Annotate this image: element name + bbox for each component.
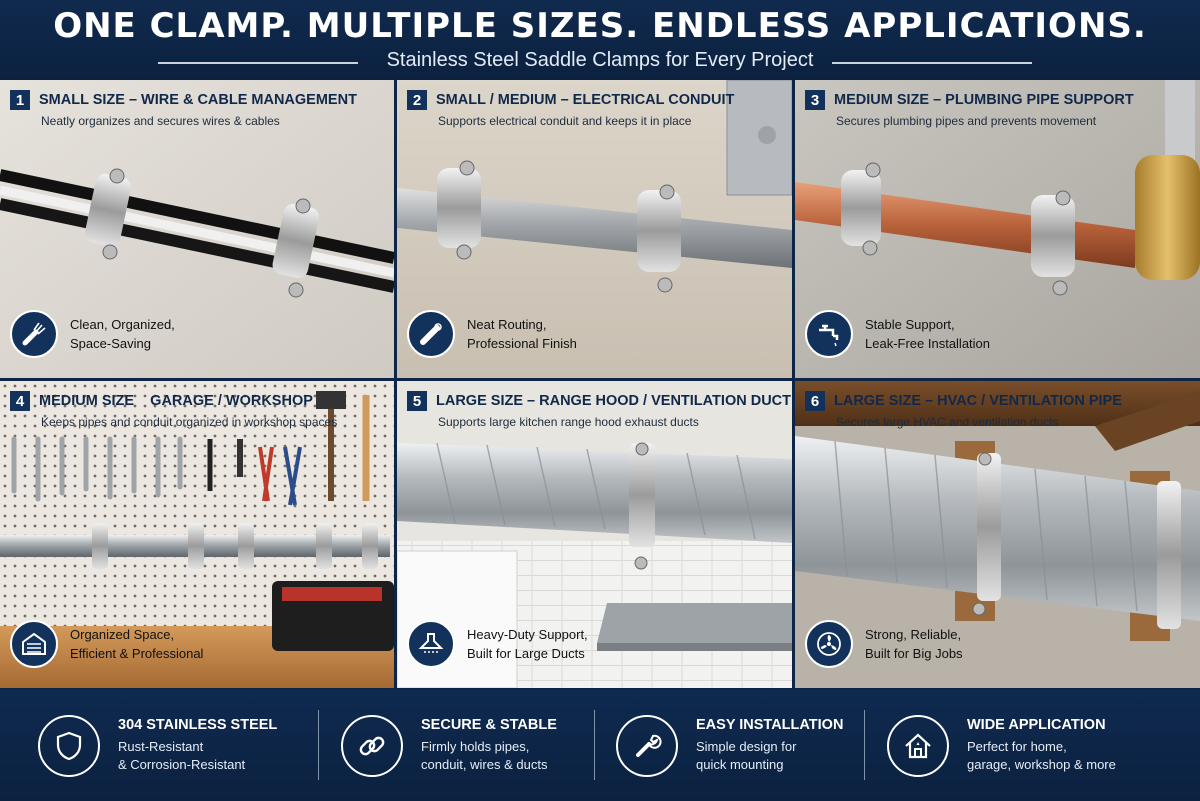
panel-description: Supports large kitchen range hood exhaus… xyxy=(438,415,699,429)
panel-benefit: Heavy-Duty Support, Built for Large Ducts xyxy=(407,620,588,668)
panel-title: LARGE SIZE – HVAC / VENTILATION PIPE xyxy=(834,393,1122,409)
divider xyxy=(594,710,595,780)
wrench-icon xyxy=(616,714,678,777)
panel-electrical-conduit: 2 SMALL / MEDIUM – ELECTRICAL CONDUIT Sup… xyxy=(397,80,792,378)
panel-title: SMALL SIZE – WIRE & CABLE MANAGEMENT xyxy=(39,92,357,108)
panel-benefit: Organized Space, Efficient & Professional xyxy=(10,620,203,668)
panel-range-hood: 5 LARGE SIZE – RANGE HOOD / VENTILATION D… xyxy=(397,381,792,688)
divider xyxy=(318,710,319,780)
feature-line1: Perfect for home, xyxy=(967,739,1067,754)
conduit-icon xyxy=(407,310,455,358)
subtitle-rule-left xyxy=(158,62,358,64)
panel-title: MEDIUM SIZE – PLUMBING PIPE SUPPORT xyxy=(834,92,1134,108)
feature-line2: quick mounting xyxy=(696,757,784,772)
shield-icon xyxy=(38,714,100,777)
benefit-line1: Heavy-Duty Support, xyxy=(467,627,588,642)
panel-wire-cable: 1 SMALL SIZE – WIRE & CABLE MANAGEMENT Ne… xyxy=(0,80,394,378)
feature-line1: Rust-Resistant xyxy=(118,739,204,754)
cable-icon xyxy=(10,310,58,358)
panel-description: Secures plumbing pipes and prevents move… xyxy=(836,114,1097,128)
panel-number: 2 xyxy=(407,90,427,110)
panel-plumbing-pipe: 3 MEDIUM SIZE – PLUMBING PIPE SUPPORT Sec… xyxy=(795,80,1200,378)
feature-title: SECURE & STABLE xyxy=(421,717,557,733)
benefit-line2: Efficient & Professional xyxy=(70,646,204,661)
feature-bar: 304 STAINLESS STEEL Rust-Resistant & Corro… xyxy=(0,690,1200,801)
hvac-scene xyxy=(795,381,1200,688)
page-title: ONE CLAMP. MULTIPLE SIZES. ENDLESS APPLI… xyxy=(53,6,1147,46)
panel-number: 1 xyxy=(10,90,30,110)
benefit-line1: Clean, Organized, xyxy=(70,317,175,332)
range-hood-icon xyxy=(407,620,455,668)
panel-number: 3 xyxy=(805,90,825,110)
benefit-line1: Organized Space, xyxy=(70,627,175,642)
panel-benefit: Clean, Organized, Space-Saving xyxy=(10,310,175,358)
header-banner: ONE CLAMP. MULTIPLE SIZES. ENDLESS APPLI… xyxy=(0,0,1200,80)
garage-icon xyxy=(10,620,58,668)
subtitle-rule-right xyxy=(832,62,1032,64)
faucet-icon xyxy=(805,310,853,358)
panel-benefit: Strong, Reliable, Built for Big Jobs xyxy=(805,620,963,668)
panel-title: SMALL / MEDIUM – ELECTRICAL CONDUIT xyxy=(436,92,735,108)
panel-number: 5 xyxy=(407,391,427,411)
benefit-line1: Stable Support, xyxy=(865,317,955,332)
wire-cable-scene xyxy=(0,80,394,378)
feature-secure: SECURE & STABLE Firmly holds pipes, condui… xyxy=(341,690,557,801)
benefit-line2: Built for Big Jobs xyxy=(865,646,963,661)
panel-description: Keeps pipes and conduit organized in wor… xyxy=(41,415,338,429)
panel-number: 4 xyxy=(10,391,30,411)
range-hood-scene xyxy=(397,381,792,688)
feature-line1: Firmly holds pipes, xyxy=(421,739,530,754)
panel-description: Supports electrical conduit and keeps it… xyxy=(438,114,692,128)
chain-link-icon xyxy=(341,714,403,777)
feature-title: 304 STAINLESS STEEL xyxy=(118,717,278,733)
panel-description: Neatly organizes and secures wires & cab… xyxy=(41,114,280,128)
panel-benefit: Stable Support, Leak-Free Installation xyxy=(805,310,990,358)
electrical-conduit-scene xyxy=(397,80,792,378)
panel-hvac: 6 LARGE SIZE – HVAC / VENTILATION PIPE Se… xyxy=(795,381,1200,688)
panel-title: LARGE SIZE – RANGE HOOD / VENTILATION DU… xyxy=(436,393,791,409)
panel-garage-workshop: 4 MEDIUM SIZE GARAGE / WORKSHOP Keeps pip… xyxy=(0,381,394,688)
feature-line1: Simple design for xyxy=(696,739,797,754)
panel-title: MEDIUM SIZE GARAGE / WORKSHOP xyxy=(39,393,313,409)
feature-stainless: 304 STAINLESS STEEL Rust-Resistant & Corro… xyxy=(38,690,277,801)
plumbing-pipe-scene xyxy=(795,80,1200,378)
feature-application: WIDE APPLICATION Perfect for home, garage,… xyxy=(887,690,1116,801)
divider xyxy=(864,710,865,780)
benefit-line1: Neat Routing, xyxy=(467,317,547,332)
benefit-line1: Strong, Reliable, xyxy=(865,627,962,642)
benefit-line2: Professional Finish xyxy=(467,336,577,351)
garage-workshop-scene xyxy=(0,381,394,688)
panel-description: Secures large HVAC and ventilation ducts xyxy=(836,415,1059,429)
benefit-line2: Leak-Free Installation xyxy=(865,336,991,351)
feature-line2: garage, workshop & more xyxy=(967,757,1116,772)
feature-title: EASY INSTALLATION xyxy=(696,717,844,733)
panel-number: 6 xyxy=(805,391,825,411)
benefit-line2: Built for Large Ducts xyxy=(467,646,585,661)
fan-icon xyxy=(805,620,853,668)
feature-title: WIDE APPLICATION xyxy=(967,717,1106,733)
feature-line2: & Corrosion-Resistant xyxy=(118,757,246,772)
feature-installation: EASY INSTALLATION Simple design for quick … xyxy=(616,690,843,801)
benefit-line2: Space-Saving xyxy=(70,336,151,351)
feature-line2: conduit, wires & ducts xyxy=(421,757,548,772)
page-subtitle: Stainless Steel Saddle Clamps for Every … xyxy=(386,49,814,71)
panel-benefit: Neat Routing, Professional Finish xyxy=(407,310,577,358)
house-icon xyxy=(887,714,949,777)
